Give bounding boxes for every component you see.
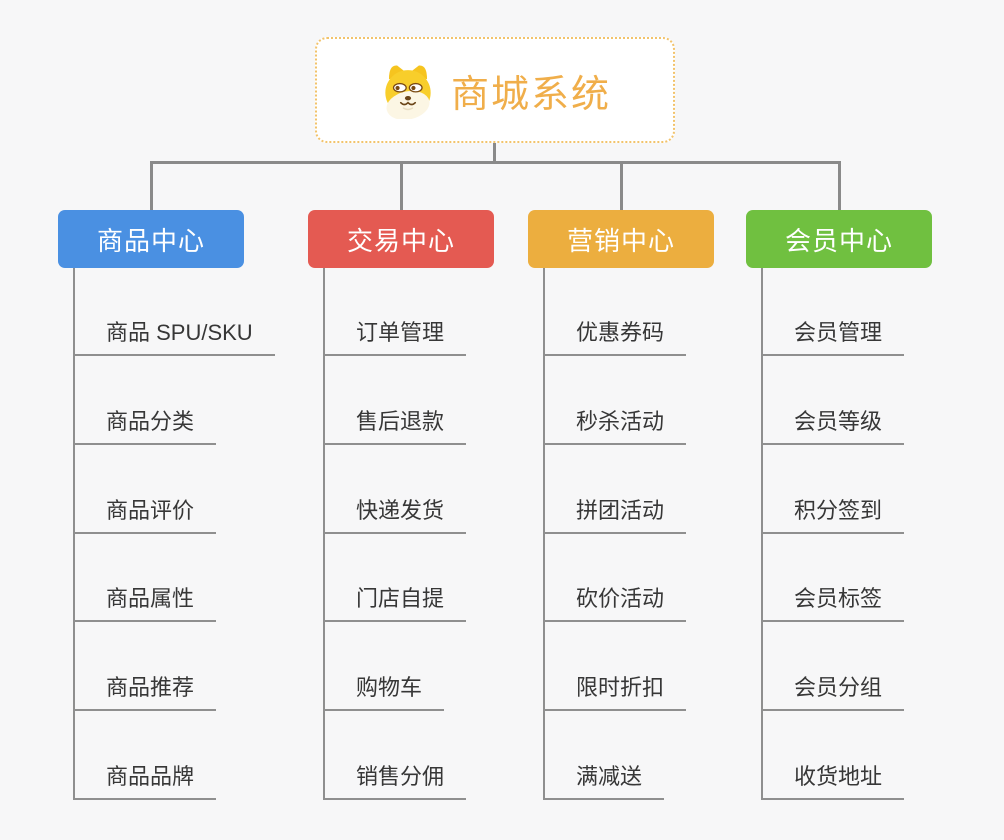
- branch-item[interactable]: 积分签到: [762, 488, 905, 534]
- branch-item[interactable]: 售后退款: [324, 399, 467, 445]
- branch-item[interactable]: 销售分佣: [324, 754, 467, 800]
- branch-trunk-line: [543, 268, 545, 800]
- root-title: 商城系统: [450, 73, 611, 116]
- branch-item[interactable]: 商品分类: [74, 399, 217, 445]
- branch-item[interactable]: 优惠券码: [544, 310, 687, 356]
- connector-line: [493, 143, 496, 161]
- branch-item[interactable]: 会员管理: [762, 310, 905, 356]
- branch-item[interactable]: 会员分组: [762, 665, 905, 711]
- branch-header[interactable]: 会员中心: [746, 210, 932, 268]
- connector-line: [838, 161, 841, 210]
- branch-item[interactable]: 商品 SPU/SKU: [74, 310, 275, 356]
- branch-item[interactable]: 购物车: [324, 665, 445, 711]
- branch-item[interactable]: 商品属性: [74, 576, 217, 622]
- branch-item[interactable]: 门店自提: [324, 576, 467, 622]
- branch-item[interactable]: 订单管理: [324, 310, 467, 356]
- branch-trunk-line: [761, 268, 763, 800]
- branch-header[interactable]: 交易中心: [308, 210, 494, 268]
- branch-item[interactable]: 商品推荐: [74, 665, 217, 711]
- branch-header[interactable]: 营销中心: [528, 210, 714, 268]
- branch-item[interactable]: 快递发货: [324, 488, 467, 534]
- branch-header[interactable]: 商品中心: [58, 210, 244, 268]
- branch-item[interactable]: 商品评价: [74, 488, 217, 534]
- branch-item[interactable]: 满减送: [544, 754, 665, 800]
- connector-line: [400, 161, 403, 210]
- branch-item[interactable]: 砍价活动: [544, 576, 687, 622]
- connector-line: [150, 161, 153, 210]
- branch-item[interactable]: 秒杀活动: [544, 399, 687, 445]
- branch-item[interactable]: 商品品牌: [74, 754, 217, 800]
- root-node[interactable]: 商城系统: [315, 37, 675, 143]
- branch-trunk-line: [73, 268, 75, 800]
- branch-trunk-line: [323, 268, 325, 800]
- branch-item[interactable]: 拼团活动: [544, 488, 687, 534]
- branch-item[interactable]: 会员标签: [762, 576, 905, 622]
- branch-item[interactable]: 收货地址: [762, 754, 905, 800]
- doge-icon: [385, 65, 431, 119]
- branch-item[interactable]: 会员等级: [762, 399, 905, 445]
- connector-line: [620, 161, 623, 210]
- branch-item[interactable]: 限时折扣: [544, 665, 687, 711]
- connector-line: [150, 161, 841, 164]
